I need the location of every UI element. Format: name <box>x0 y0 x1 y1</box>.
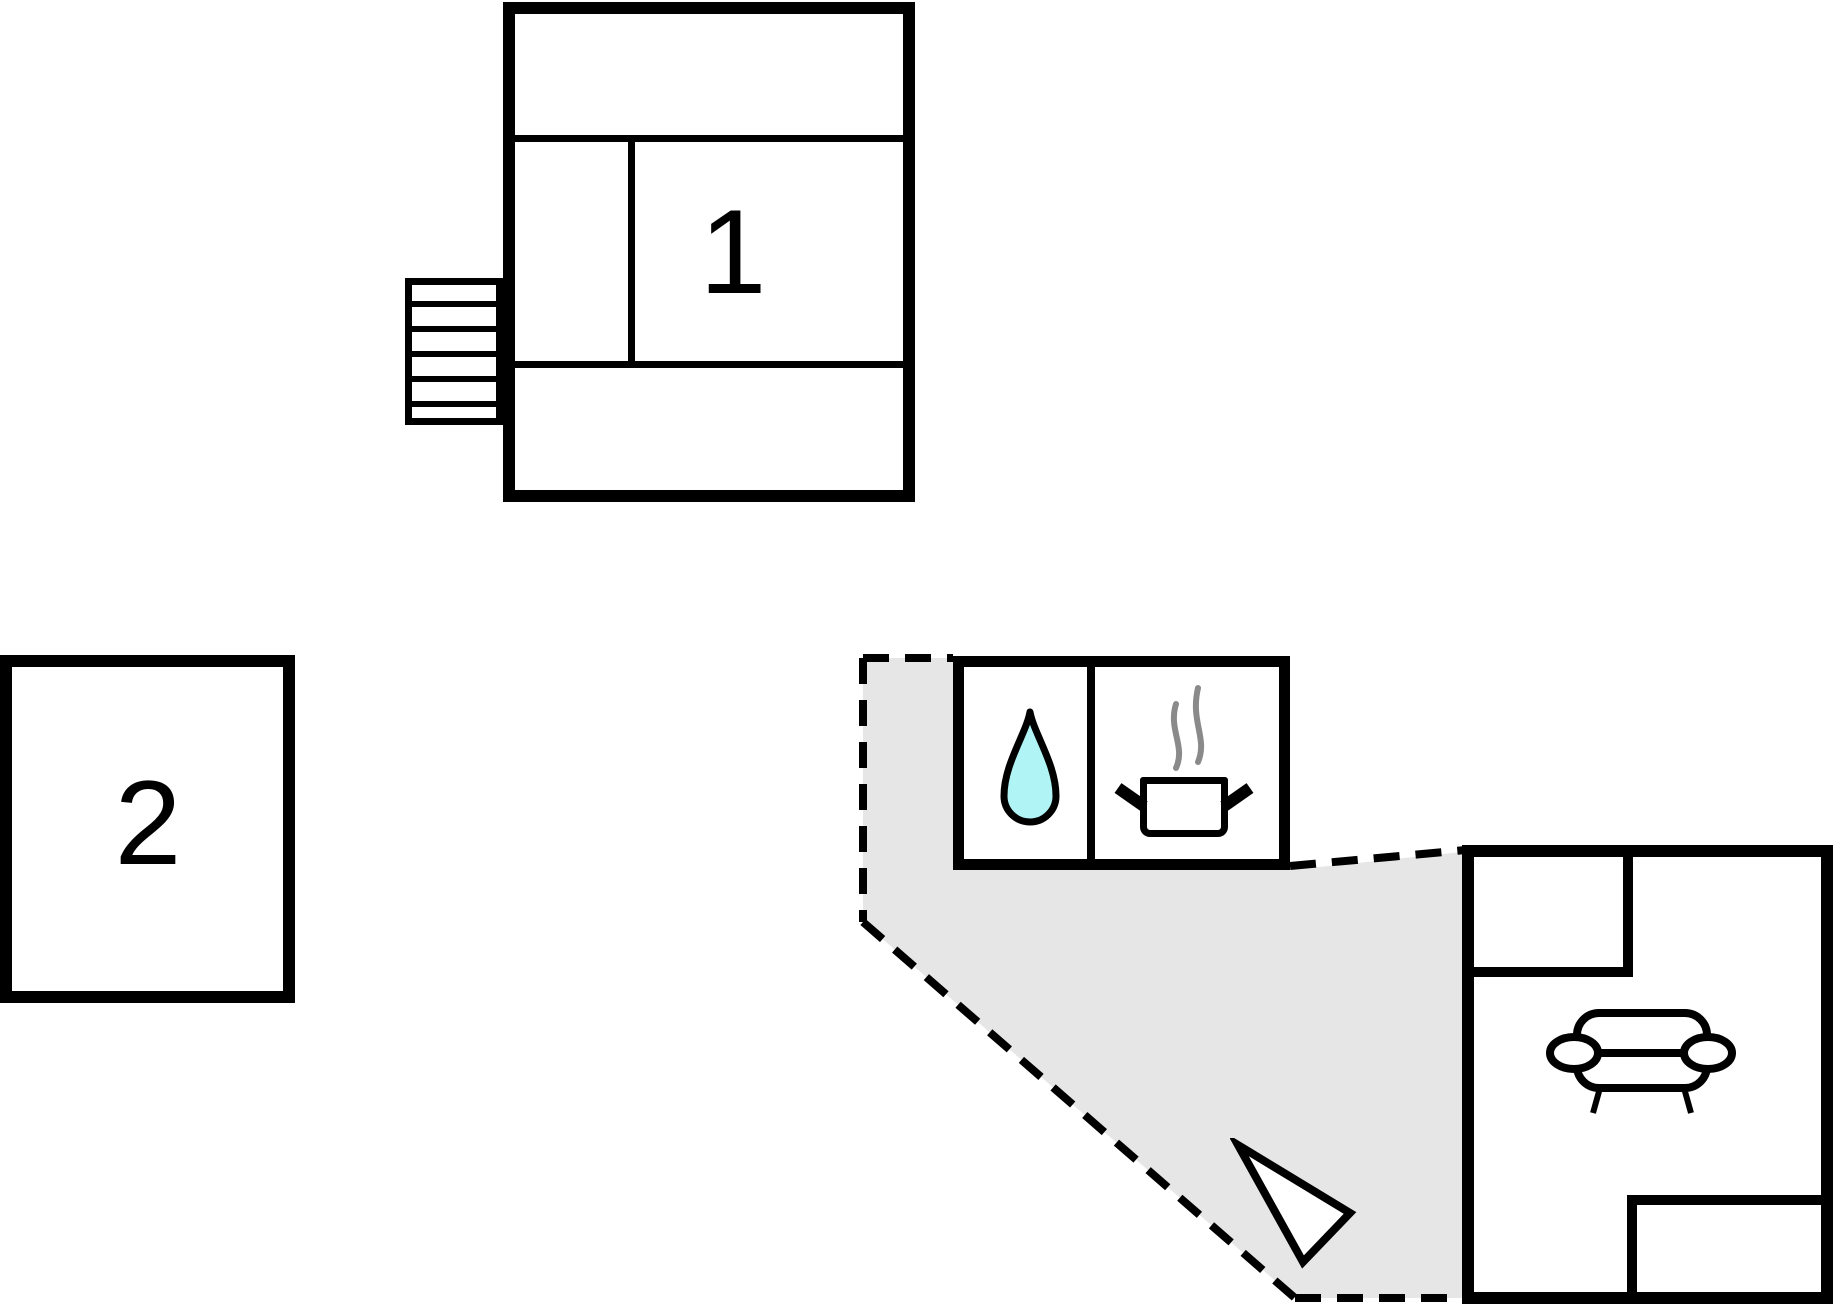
kitchen-divider-wall <box>1087 665 1095 861</box>
stair-step-line <box>406 301 502 307</box>
building-1-lower-wall <box>511 361 909 368</box>
terrace-area <box>859 654 1467 1302</box>
living-room-building <box>1462 845 1833 1304</box>
steam-icon <box>1170 685 1205 771</box>
storage-room-wall-top <box>1627 1195 1821 1205</box>
north-arrow-icon <box>1230 1138 1357 1269</box>
stair-step-line <box>406 351 502 357</box>
steam-wave-left <box>1170 701 1183 771</box>
building-2 <box>0 655 295 1003</box>
sofa-leg-left <box>1590 1087 1603 1114</box>
stair-step-line <box>406 326 502 332</box>
stair-step-line <box>406 376 502 382</box>
sofa-icon <box>1546 1009 1736 1114</box>
sofa-armrest-right <box>1680 1033 1736 1073</box>
sofa-armrest-left <box>1546 1033 1602 1073</box>
terrace-boundary-diagonal-dashed <box>860 918 1298 1302</box>
building-1-upper-wall <box>511 135 909 142</box>
sofa-leg-right <box>1681 1087 1694 1114</box>
terrace-fill-shape <box>863 658 1462 1298</box>
north-arrow-shape <box>1230 1138 1357 1269</box>
steam-wave-right <box>1192 685 1205 765</box>
terrace-boundary-right-dashed <box>1289 846 1467 870</box>
water-drop-icon <box>1000 708 1060 826</box>
room-1-label: 1 <box>699 185 767 319</box>
building-1-room-divider-wall <box>628 135 635 368</box>
cooking-pot-icon <box>1140 777 1228 837</box>
closet-wall-right <box>1623 857 1633 977</box>
closet-wall-bottom <box>1474 967 1633 977</box>
room-2-label: 2 <box>114 756 182 890</box>
storage-room-wall-left <box>1627 1195 1637 1292</box>
building-1 <box>503 2 915 502</box>
stair-step-line <box>406 401 502 407</box>
water-drop-shape <box>1000 708 1060 826</box>
